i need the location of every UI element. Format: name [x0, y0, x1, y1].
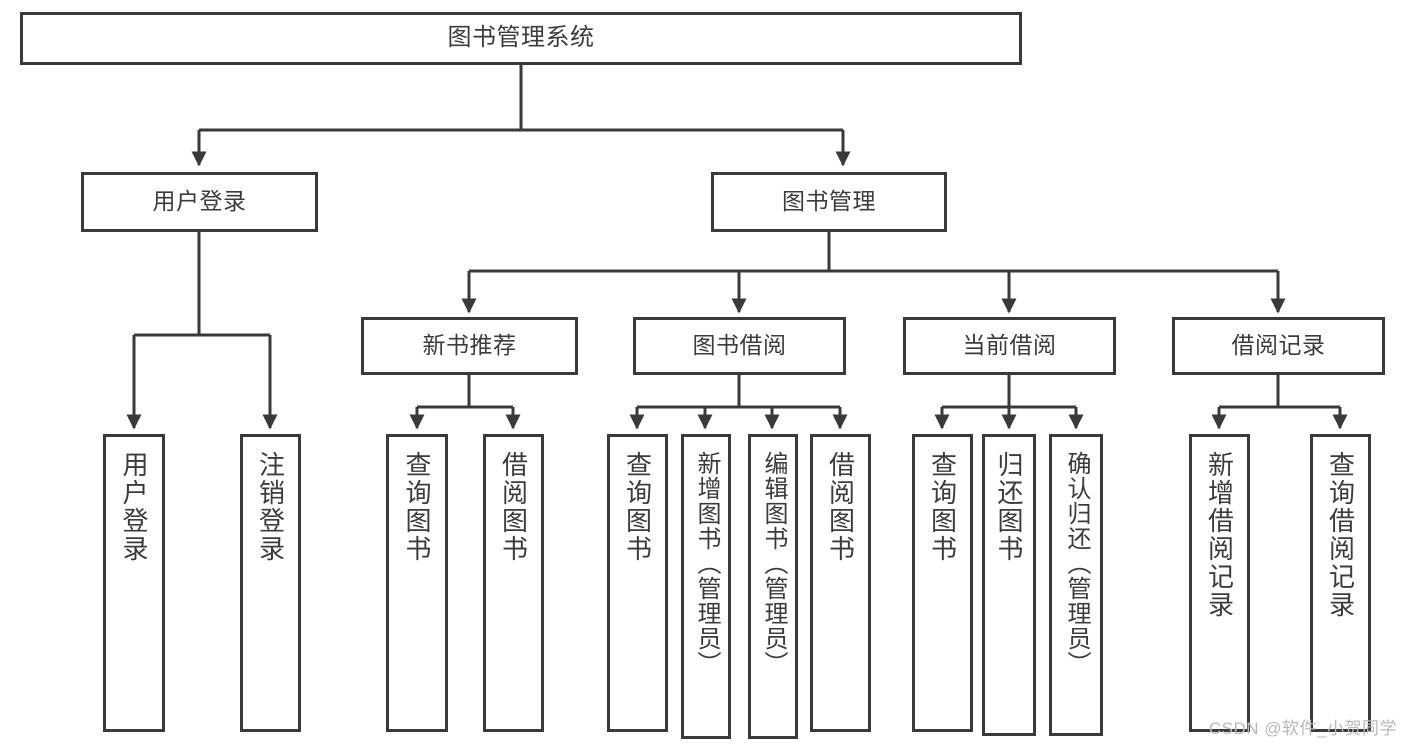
node-borrow-record[interactable]: 借阅记录 — [1172, 317, 1385, 375]
leaf-borrow-add-book-admin[interactable]: 新增图书（管理员） — [681, 434, 731, 739]
node-book-borrow[interactable]: 图书借阅 — [633, 317, 846, 375]
node-user-login[interactable]: 用户登录 — [81, 172, 318, 232]
node-label: 图书管理 — [782, 188, 876, 215]
node-label: 查询借阅记录 — [1325, 451, 1356, 619]
node-label: 图书管理系统 — [447, 24, 595, 52]
node-label: 借阅记录 — [1231, 332, 1326, 359]
node-new-book-recommend[interactable]: 新书推荐 — [361, 317, 578, 375]
node-label: 图书借阅 — [692, 332, 787, 359]
leaf-current-return-book[interactable]: 归还图书 — [982, 434, 1036, 736]
node-label: 查询图书 — [927, 451, 958, 563]
leaf-user-login-logout[interactable]: 注销登录 — [240, 434, 301, 732]
leaf-user-login-login[interactable]: 用户登录 — [103, 434, 165, 732]
node-label: 查询图书 — [402, 451, 432, 563]
leaf-borrow-query-book[interactable]: 查询图书 — [607, 434, 668, 732]
node-label: 用户登录 — [119, 451, 149, 563]
leaf-record-query-record[interactable]: 查询借阅记录 — [1310, 434, 1371, 732]
node-label: 新书推荐 — [422, 332, 517, 359]
node-label: 注销登录 — [255, 451, 286, 563]
node-label: 查询图书 — [622, 451, 653, 563]
leaf-recommend-borrow-book[interactable]: 借阅图书 — [483, 434, 544, 732]
leaf-recommend-query-book[interactable]: 查询图书 — [386, 434, 448, 732]
node-current-borrow[interactable]: 当前借阅 — [903, 317, 1116, 375]
node-label: 用户登录 — [152, 188, 247, 215]
leaf-current-query-book[interactable]: 查询图书 — [912, 434, 973, 732]
leaf-current-confirm-return-admin[interactable]: 确认归还（管理员） — [1049, 434, 1103, 736]
node-label: 借阅图书 — [498, 451, 529, 563]
node-root-system[interactable]: 图书管理系统 — [20, 12, 1022, 65]
leaf-borrow-borrow-book[interactable]: 借阅图书 — [810, 434, 871, 732]
leaf-borrow-edit-book-admin[interactable]: 编辑图书（管理员） — [748, 434, 798, 739]
leaf-record-add-record[interactable]: 新增借阅记录 — [1189, 434, 1250, 732]
node-label: 新增图书（管理员） — [693, 451, 720, 676]
node-book-management[interactable]: 图书管理 — [711, 172, 947, 232]
node-label: 编辑图书（管理员） — [760, 451, 787, 676]
node-label: 确认归还（管理员） — [1063, 451, 1090, 676]
node-label: 当前借阅 — [962, 332, 1057, 359]
node-label: 借阅图书 — [825, 451, 856, 563]
node-label: 新增借阅记录 — [1204, 451, 1235, 619]
watermark: CSDN @软件_小贺同学 — [1208, 719, 1397, 738]
node-label: 归还图书 — [994, 451, 1024, 563]
